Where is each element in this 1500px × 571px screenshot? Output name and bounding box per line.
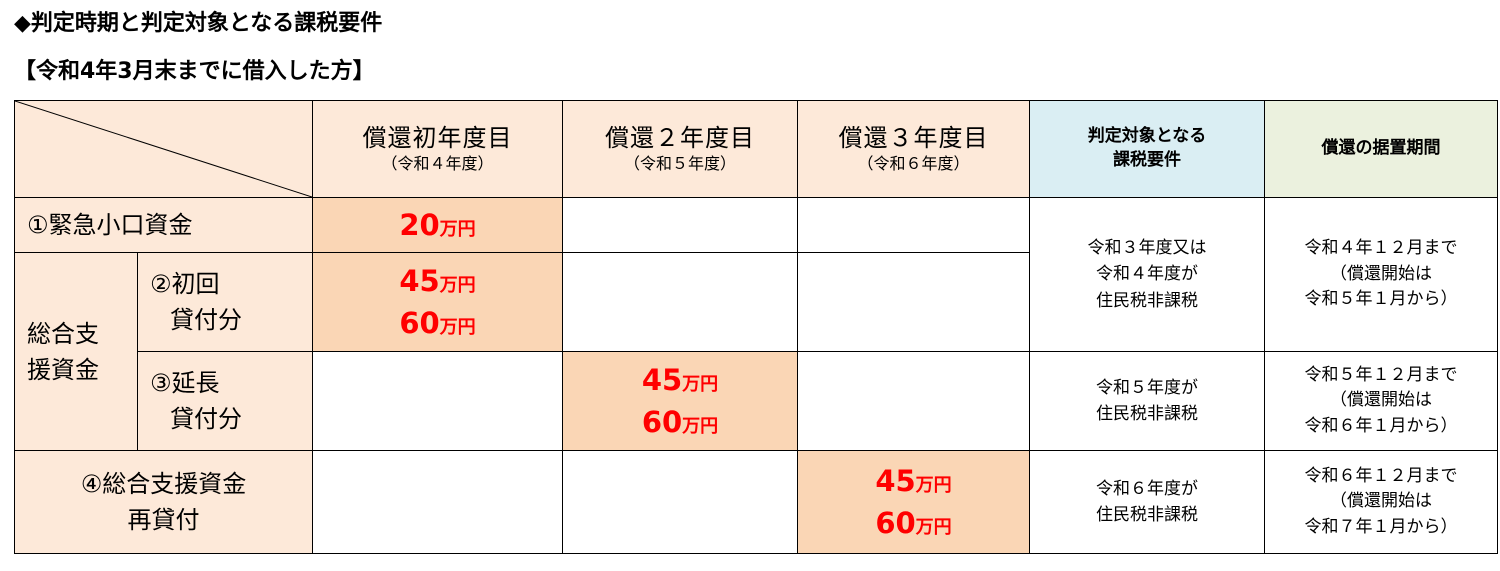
amount-a1: 20万円 (399, 207, 476, 242)
deferral-1-line2: （償還開始は (1330, 263, 1432, 284)
row-label-extension: ③延長 貸付分 (137, 351, 313, 451)
empty-cell (562, 197, 798, 253)
amount-cell-extension-y2: 45万円 60万円 (562, 351, 798, 451)
header-year2-main: 償還２年度目 (605, 124, 755, 152)
support-group-line1: 総合支 (27, 319, 99, 348)
row-label-emergency: ①緊急小口資金 (14, 197, 313, 253)
condition-1-line1: 令和３年度又は (1087, 237, 1207, 258)
relending-line1: ④総合支援資金 (80, 470, 247, 498)
amount-a6: 45万円 (875, 463, 952, 498)
row-label-initial: ②初回 貸付分 (137, 252, 313, 352)
header-deferral-label: 償還の据置期間 (1321, 138, 1441, 159)
header-year1: 償還初年度目 （令和４年度） (312, 100, 563, 198)
empty-cell (797, 197, 1030, 253)
condition-2-line1: 令和５年度が (1096, 377, 1198, 398)
header-year2: 償還２年度目 （令和５年度） (562, 100, 798, 198)
header-year3-main: 償還３年度目 (838, 124, 989, 152)
extension-line1: ③延長 (150, 369, 220, 397)
deferral-1-line3: 令和５年１月から） (1304, 289, 1458, 310)
amount-a2: 45万円 (399, 263, 476, 298)
deferral-2-line1: 令和５年１２月まで (1304, 364, 1458, 385)
deferral-1-line1: 令和４年１２月まで (1304, 238, 1458, 259)
extension-line2: 貸付分 (170, 405, 242, 433)
empty-cell (562, 450, 798, 554)
amount-a5: 60万円 (641, 405, 719, 439)
condition-3-line1: 令和６年度が (1096, 478, 1198, 499)
row-label-emergency-text: ①緊急小口資金 (27, 211, 193, 239)
empty-cell (312, 450, 563, 554)
deferral-2-line2: （償還開始は (1330, 390, 1432, 411)
header-year1-sub: （令和４年度） (381, 154, 494, 174)
condition-cell-2: 令和５年度が 住民税非課税 (1029, 351, 1265, 451)
condition-1-line2: 令和４年度が (1096, 264, 1198, 285)
deferral-cell-2: 令和５年１２月まで （償還開始は 令和６年１月から） (1264, 351, 1498, 451)
deferral-3-line2: （償還開始は (1330, 491, 1432, 512)
deferral-2-line3: 令和６年１月から） (1304, 415, 1458, 436)
amount-cell-emergency-y1: 20万円 (312, 197, 563, 253)
condition-2-line2: 住民税非課税 (1096, 404, 1198, 424)
initial-line1: ②初回 (150, 270, 220, 298)
header-year1-main: 償還初年度目 (362, 124, 513, 152)
amount-cell-relending-y3: 45万円 60万円 (797, 450, 1030, 554)
empty-cell (797, 351, 1030, 451)
condition-3-line2: 住民税非課税 (1096, 505, 1198, 525)
diagonal-line (15, 101, 312, 197)
row-label-relending: ④総合支援資金 再貸付 (14, 450, 313, 554)
header-year3-sub: （令和６年度） (857, 154, 970, 174)
header-deferral: 償還の据置期間 (1264, 100, 1498, 198)
row-label-support-group: 総合支 援資金 (14, 252, 138, 451)
deferral-cell-1: 令和４年１２月まで （償還開始は 令和５年１月から） (1264, 197, 1498, 352)
deferral-3-line1: 令和６年１２月まで (1304, 465, 1458, 486)
deferral-3-line3: 令和７年１月から） (1304, 516, 1458, 537)
page-subtitle: 【令和4年3月末までに借入した方】 (14, 59, 375, 84)
initial-line2: 貸付分 (170, 306, 242, 334)
page-title: ◆判定時期と判定対象となる課税要件 (14, 11, 383, 36)
support-group-line2: 援資金 (27, 355, 99, 384)
deferral-cell-3: 令和６年１２月まで （償還開始は 令和７年１月から） (1264, 450, 1498, 554)
header-year3: 償還３年度目 （令和６年度） (797, 100, 1030, 198)
relending-line2: 再貸付 (127, 506, 200, 534)
empty-cell (562, 252, 798, 352)
empty-cell (797, 252, 1030, 352)
header-year2-sub: （令和５年度） (623, 154, 736, 174)
amount-a7: 60万円 (875, 506, 952, 540)
header-condition: 判定対象となる 課税要件 (1029, 100, 1265, 198)
empty-cell (312, 351, 563, 451)
amount-a3: 60万円 (399, 306, 476, 340)
corner-cell (14, 100, 313, 198)
header-condition-line2: 課税要件 (1113, 150, 1181, 170)
condition-cell-1: 令和３年度又は 令和４年度が 住民税非課税 (1029, 197, 1265, 352)
header-condition-line1: 判定対象となる (1087, 126, 1207, 147)
amount-cell-initial-y1: 45万円 60万円 (312, 252, 563, 352)
condition-1-line3: 住民税非課税 (1096, 290, 1198, 311)
amount-a4: 45万円 (641, 362, 719, 397)
condition-cell-3: 令和６年度が 住民税非課税 (1029, 450, 1265, 554)
